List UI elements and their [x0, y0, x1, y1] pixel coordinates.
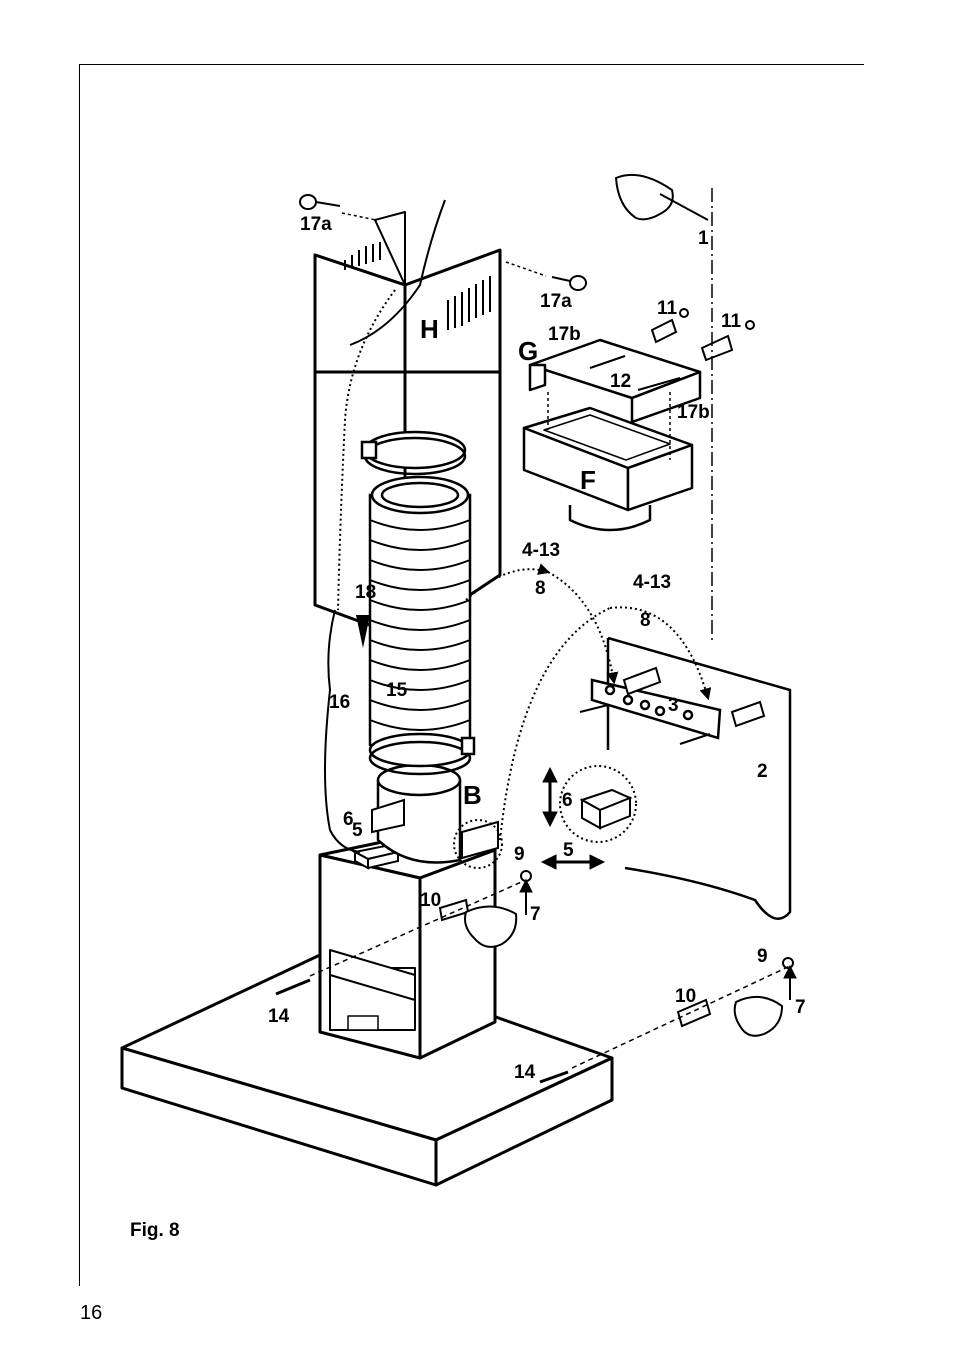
label-12: 12 [610, 371, 631, 392]
adjust-arrows [519, 766, 797, 1000]
arrow-18 [356, 615, 370, 648]
hood-canopy [120, 953, 614, 1187]
label-9-b: 9 [757, 946, 768, 967]
label-14-b: 14 [514, 1062, 536, 1083]
label-17b-right: 17b [677, 402, 710, 423]
label-7-a: 7 [530, 904, 541, 925]
frame-left-rule [79, 64, 80, 1286]
cable-dotted [337, 289, 396, 611]
hose-ribs [369, 519, 471, 731]
label-4-13-b: 4-13 [633, 572, 671, 593]
hose-clamp-lower [368, 732, 476, 776]
frame-top-rule [79, 64, 864, 65]
label-9-a: 9 [514, 844, 525, 865]
label-5-b: 5 [563, 840, 574, 861]
detail-zoom [559, 765, 637, 843]
hand-drilling-icons [464, 174, 784, 1037]
chimney-upper-h [313, 211, 502, 374]
label-11-a: 11 [657, 298, 678, 319]
detail-circle-small [453, 819, 503, 869]
air-deflector-f [522, 406, 694, 532]
label-8-b: 8 [640, 610, 651, 631]
label-f: F [580, 465, 596, 495]
label-10-b: 10 [675, 986, 696, 1007]
connector-box [352, 844, 402, 870]
power-cable [324, 199, 446, 853]
label-15: 15 [386, 680, 408, 701]
label-2: 2 [757, 761, 768, 782]
label-1: 1 [698, 228, 709, 249]
label-h: H [420, 314, 439, 344]
vent-slots [344, 242, 491, 330]
label-g: G [518, 336, 538, 366]
label-6-b: 6 [562, 790, 573, 811]
label-11-b: 11 [721, 311, 742, 332]
label-4-13-a: 4-13 [522, 540, 560, 561]
label-10-a: 10 [420, 890, 441, 911]
label-b: B [463, 780, 482, 810]
label-17a-left: 17a [300, 214, 332, 235]
label-18: 18 [355, 582, 376, 603]
label-14-a: 14 [268, 1006, 290, 1027]
figure-caption: Fig. 8 [130, 1220, 180, 1241]
label-16: 16 [329, 692, 350, 713]
guide-lines [309, 188, 791, 1069]
hose-clamp-upper [360, 430, 467, 476]
label-3: 3 [668, 695, 679, 716]
page-number: 16 [80, 1302, 103, 1324]
label-17b-top: 17b [548, 324, 581, 345]
mounting-arcs [465, 563, 712, 841]
label-5-a: 5 [352, 820, 363, 841]
mounting-bracket [590, 678, 722, 740]
motor-housing [318, 830, 497, 1060]
label-7-b: 7 [795, 997, 806, 1018]
label-8-a: 8 [535, 578, 546, 599]
label-17a-right: 17a [540, 291, 572, 312]
flexible-hose [368, 475, 472, 757]
label-6-a: 6 [343, 809, 354, 830]
